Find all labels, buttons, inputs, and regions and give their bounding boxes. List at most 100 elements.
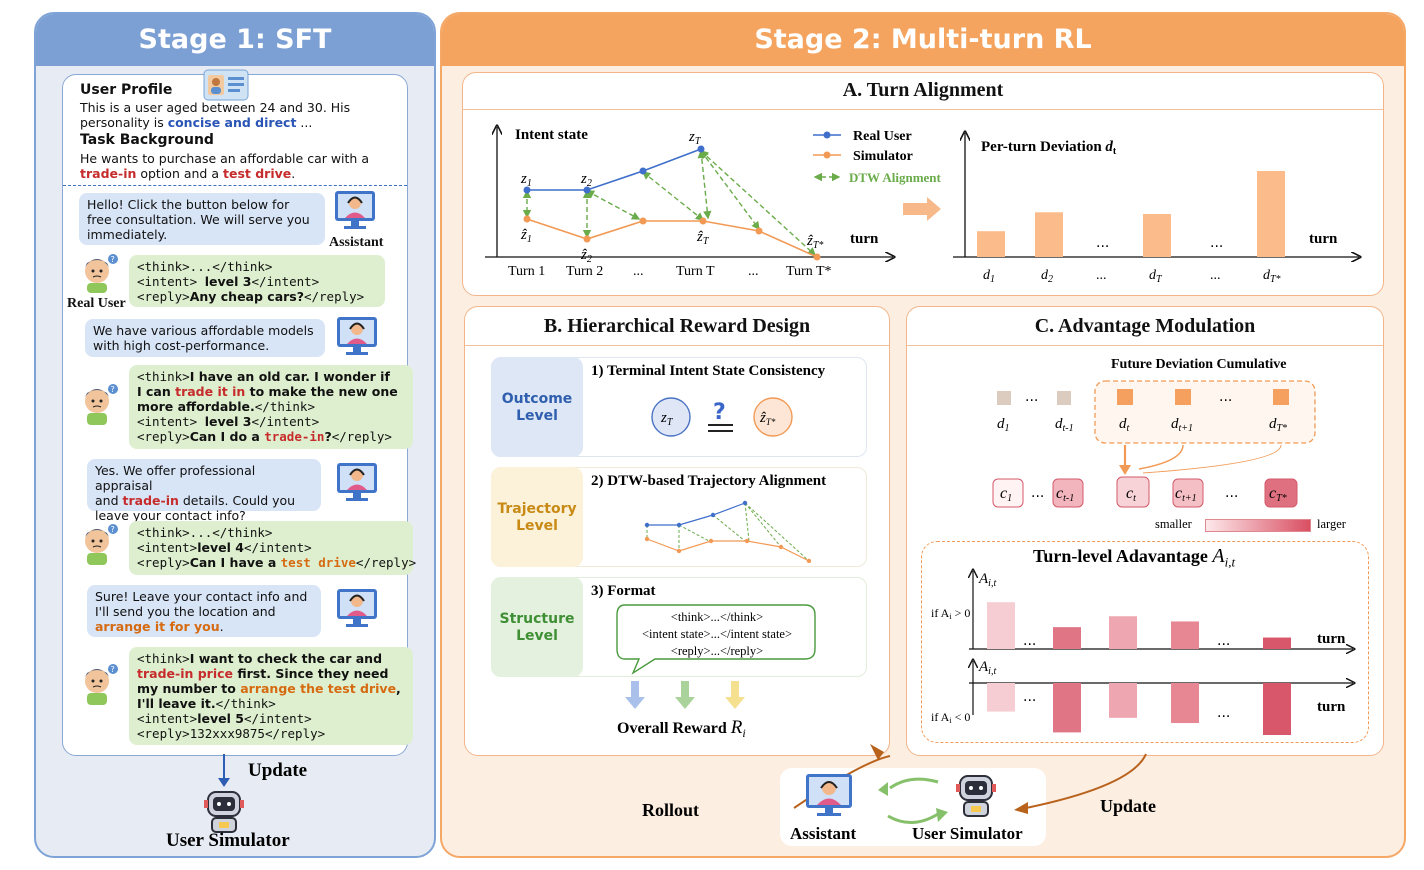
neg-axis-label: Ai,t <box>978 659 996 677</box>
svg-text:?: ? <box>111 385 115 394</box>
svg-text:?: ? <box>111 255 115 264</box>
user-face-icon: ? <box>85 664 118 705</box>
flow-arrowhead <box>1119 465 1131 475</box>
label-z1: z1 <box>520 171 532 189</box>
robot-icon <box>956 775 996 817</box>
dtw-link <box>585 190 641 220</box>
turn-alignment-panel: A. Turn Alignment Intent state turn Turn… <box>462 72 1384 296</box>
user-face-icon: ? <box>85 384 118 425</box>
format-speech-bubble <box>616 604 816 675</box>
deviation-cumulative-diagram: ... ... d1 dt-1 dt dt+1 dT* ... <box>992 380 1316 508</box>
legend: Real User Simulator DTW Alignment <box>813 129 942 185</box>
simulator-point <box>699 217 707 225</box>
task-text-line1: He wants to purchase an affordable car w… <box>80 151 369 166</box>
assistant-avatar-3 <box>335 461 379 507</box>
assistant-icon <box>806 774 852 816</box>
profile-heading: User Profile <box>80 82 173 98</box>
deviation-tick: dT* <box>1263 268 1281 285</box>
pos-axis-label: Ai,t <box>978 571 996 589</box>
loop-arrow-top <box>889 777 939 790</box>
user-face-icon: ? <box>85 254 118 293</box>
task-heading: Task Background <box>80 132 214 148</box>
negative-advantage-bar <box>1171 683 1199 724</box>
real-user-point <box>697 145 705 153</box>
deviation-tick: ... <box>1210 268 1221 283</box>
loop-assistant-label: Assistant <box>790 824 857 843</box>
loop-arrowhead-bottom <box>936 808 948 822</box>
robot-icon <box>204 791 244 833</box>
d1-square <box>997 391 1011 405</box>
positive-advantage-bar <box>1263 637 1291 649</box>
label-z2: z2 <box>580 171 592 189</box>
pos-dots-2: ... <box>1217 633 1230 649</box>
rl-update-label: Update <box>1100 796 1157 816</box>
dTs-square <box>1273 389 1289 405</box>
turn-level-advantage-chart: Ai,t Ai,t if Ai > 0 if Ai < 0 turn turn … <box>931 565 1367 735</box>
ct-label: ct <box>1126 485 1136 504</box>
deviation-bar <box>1143 214 1171 257</box>
simulator-point <box>523 215 531 223</box>
loop-arrowhead-top <box>878 782 888 796</box>
stage1-title: Stage 1: SFT <box>36 14 434 66</box>
deviation-tick: d1 <box>983 268 995 285</box>
update-arrow-path <box>1025 753 1147 809</box>
overall-reward-label: Overall Reward Ri <box>617 717 746 741</box>
sft-update-label: Update <box>248 760 308 781</box>
real-user-point <box>523 186 531 194</box>
zT-circle <box>651 397 691 437</box>
turn-axis-label: turn <box>850 231 879 247</box>
svg-text:?: ? <box>111 525 115 534</box>
dt-1-label: dt-1 <box>1055 416 1074 434</box>
simulator-line <box>526 218 818 258</box>
assistant-message-4: Sure! Leave your contact info and I'll s… <box>87 585 321 637</box>
deviation-bar <box>977 231 1005 257</box>
sft-update-arrow <box>218 754 230 787</box>
profile-divider <box>63 185 407 186</box>
deviation-tick: ... <box>1096 268 1107 283</box>
scale-gradient-bar <box>1205 519 1311 532</box>
simulator-point <box>583 235 591 243</box>
tick-dots-1: ... <box>633 264 644 279</box>
ct-box <box>1116 476 1150 508</box>
zT-text: zT <box>660 410 674 428</box>
user-message-4: <think>I want to check the car and trade… <box>129 647 413 745</box>
c-dots-1: ... <box>1031 485 1044 501</box>
dTs-label: dT* <box>1269 416 1287 434</box>
svg-text:?: ? <box>111 665 115 674</box>
pos-condition-label: if Ai > 0 <box>931 606 970 621</box>
legend-real-user: Real User <box>853 129 912 144</box>
future-window <box>1094 380 1316 444</box>
assistant-icon <box>337 463 377 501</box>
deviation-bar <box>1035 212 1063 257</box>
c1-label: c1 <box>1000 485 1012 504</box>
positive-advantage-bar <box>1053 627 1081 649</box>
deviation-tick: dT <box>1149 268 1163 285</box>
profile-text-line2: personality is concise and direct ... <box>80 115 313 130</box>
intent-state-label: Intent state <box>515 127 588 143</box>
panel-separator <box>465 345 889 346</box>
sft-chat-panel: User Profile This is a user aged between… <box>62 69 416 756</box>
negative-advantage-bar <box>1263 683 1291 735</box>
dtw-link <box>641 171 705 221</box>
dtw-link <box>699 150 817 256</box>
neg-turn-label: turn <box>1317 699 1346 715</box>
simulator-point <box>639 217 647 225</box>
turn-level-advantage-title: Turn-level Adavantage Ai,t <box>1033 545 1236 570</box>
ct-1-box <box>1052 478 1084 508</box>
deviation-dots: ... <box>1210 235 1223 251</box>
dt+1-label: dt+1 <box>1171 416 1193 434</box>
turn-alignment-chart: Intent state turn Turn 1 Turn 2 ... Turn… <box>485 111 1383 285</box>
dt-square <box>1117 389 1133 405</box>
update-arrowhead <box>1014 802 1028 814</box>
d-dots-2: ... <box>1219 389 1232 405</box>
real-user-line <box>527 148 702 191</box>
structure-level-desc: 3) Format <box>591 583 656 599</box>
transition-arrow <box>903 197 941 221</box>
task-text-line2: trade-in option and a test drive. <box>80 166 296 181</box>
ct+1-box <box>1172 478 1204 508</box>
real-user-avatar-4: ? <box>79 663 121 711</box>
assistant-icon <box>337 317 377 355</box>
label-hz2: ẑ2 <box>580 247 592 265</box>
real-user-point <box>583 186 591 194</box>
